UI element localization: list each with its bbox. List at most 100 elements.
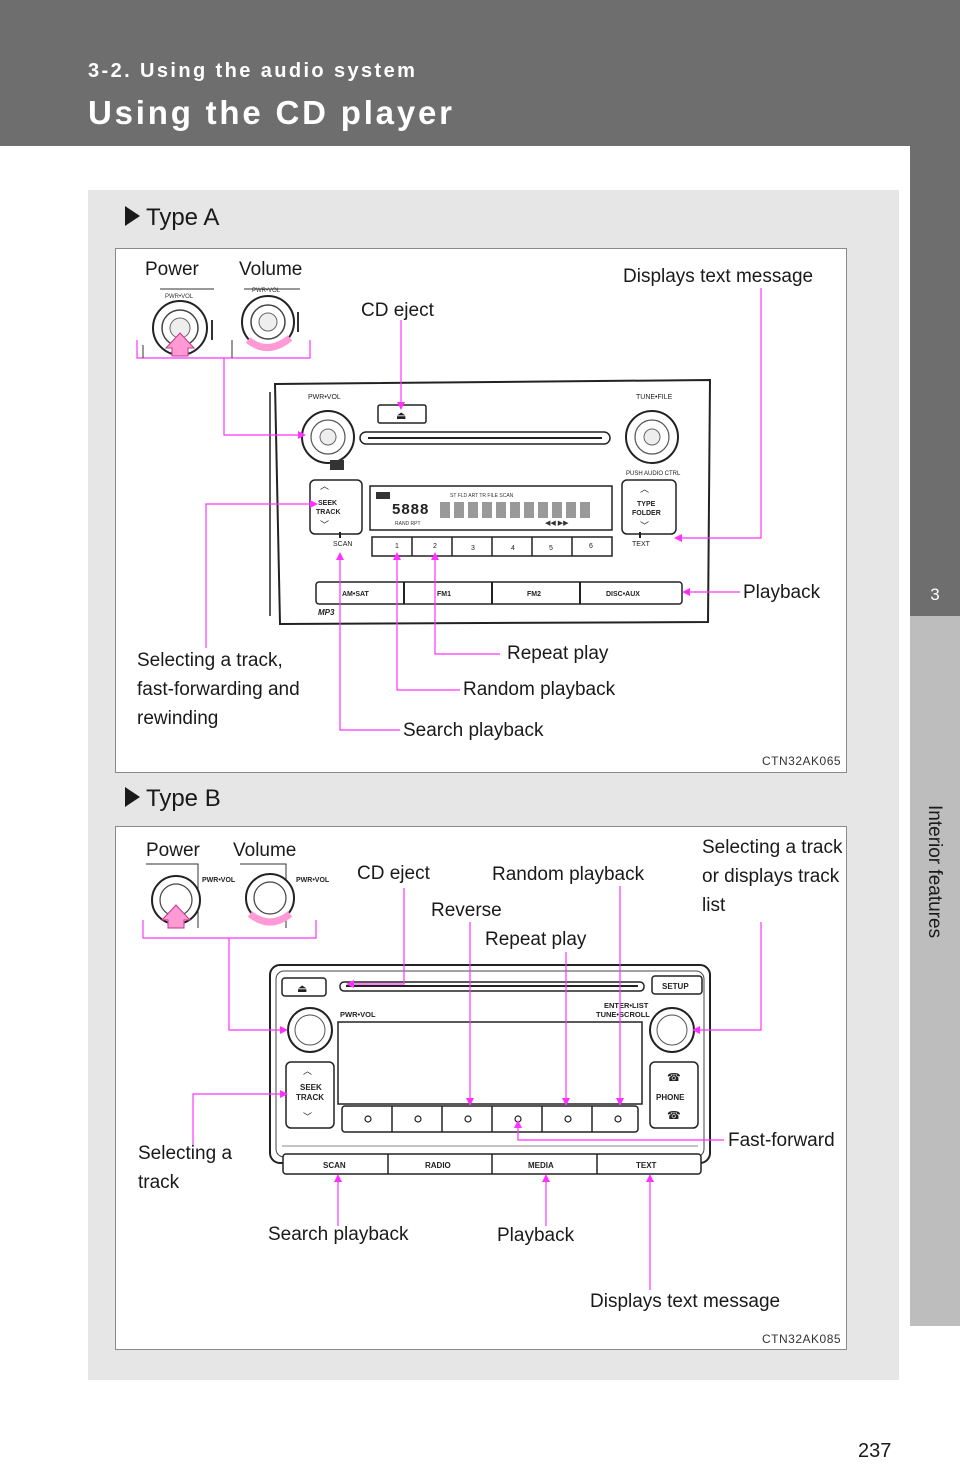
type-b-power-label: Power bbox=[146, 840, 200, 861]
svg-text:︿: ︿ bbox=[303, 1066, 312, 1076]
svg-text:PHONE: PHONE bbox=[656, 1093, 685, 1102]
type-b-heading: Type B bbox=[125, 785, 221, 813]
type-a-heading: Type A bbox=[125, 204, 219, 232]
display-b bbox=[337, 1021, 643, 1105]
svg-text:SETUP: SETUP bbox=[662, 982, 689, 991]
type-a-search-playback-label: Search playback bbox=[403, 720, 544, 741]
type-b-leader-lines bbox=[192, 886, 762, 1290]
type-a-playback-label: Playback bbox=[743, 582, 821, 603]
type-b-playback-label: Playback bbox=[497, 1225, 575, 1246]
fm1-label: FM1 bbox=[437, 591, 451, 598]
volume-knob-inset-icon: PWR•VOL bbox=[241, 288, 300, 351]
svg-text:5888: 5888 bbox=[392, 501, 429, 518]
type-b-displays-text-label: Displays text message bbox=[590, 1291, 781, 1312]
type-a-volume-label: Volume bbox=[239, 259, 303, 280]
eject-icon: ⏏ bbox=[297, 983, 307, 995]
preset-buttons-a bbox=[371, 536, 613, 557]
type-b-search-playback-label: Search playback bbox=[268, 1224, 409, 1245]
page-header: 3-2. Using the audio system Using the CD… bbox=[0, 0, 960, 146]
svg-text:4: 4 bbox=[511, 545, 515, 552]
type-b-repeat-play-label: Repeat play bbox=[485, 929, 587, 950]
type-a-power-label: Power bbox=[145, 259, 199, 280]
preset-buttons-b bbox=[341, 1105, 639, 1133]
phone-hangup-icon: ☎ bbox=[667, 1110, 681, 1122]
type-b-fast-forward-label: Fast-forward bbox=[728, 1130, 835, 1151]
pwr-vol-label: PWR•VOL bbox=[308, 394, 341, 401]
disc-aux-label: DISC•AUX bbox=[606, 591, 640, 598]
svg-text:PWR•VOL: PWR•VOL bbox=[296, 877, 330, 884]
display-segments bbox=[440, 502, 590, 518]
type-b-selecting-track-list-label: Selecting a track or displays track list bbox=[702, 837, 843, 916]
svg-text:︿: ︿ bbox=[320, 481, 329, 491]
push-audio-ctrl-label: PUSH AUDIO CTRL bbox=[626, 471, 681, 477]
chapter-title: Interior features bbox=[924, 805, 945, 939]
svg-text:2: 2 bbox=[433, 543, 437, 550]
type-a-figure-code: CTN32AK065 bbox=[762, 754, 842, 768]
svg-text:︿: ︿ bbox=[640, 484, 649, 494]
type-folder-button-a bbox=[621, 479, 677, 535]
type-a-selecting-track-label: Selecting a track, fast-forwarding and r… bbox=[137, 650, 300, 729]
type-a-leader-lines bbox=[205, 288, 762, 731]
volume-knob-inset-b-icon: PWR•VOL bbox=[240, 863, 330, 928]
type-b-random-playback-label: Random playback bbox=[492, 864, 645, 885]
svg-text:TRACK: TRACK bbox=[316, 509, 341, 516]
tune-scroll-label: TUNE•SCROLL bbox=[596, 1010, 650, 1019]
head-unit-a: PWR•VOL TUNE•FILE ⏏ PUSH AUDIO CTRL ︿ SE… bbox=[269, 378, 712, 626]
section-title: 3-2. Using the audio system bbox=[88, 60, 418, 82]
type-b-figure-code: CTN32AK085 bbox=[762, 1332, 842, 1346]
svg-text:1: 1 bbox=[395, 543, 399, 550]
type-a-repeat-play-label: Repeat play bbox=[507, 643, 609, 664]
phone-pickup-icon: ☎ bbox=[667, 1072, 681, 1084]
phone-button bbox=[649, 1061, 699, 1129]
band-buttons-a bbox=[315, 581, 683, 605]
chapter-number: 3 bbox=[930, 585, 940, 604]
triangle-bullet-icon bbox=[125, 206, 140, 226]
svg-text:﹀: ﹀ bbox=[320, 520, 329, 530]
eject-icon: ⏏ bbox=[396, 410, 406, 422]
svg-text:RAND RPT: RAND RPT bbox=[395, 521, 421, 527]
svg-text:PWR•VOL: PWR•VOL bbox=[202, 877, 236, 884]
am-sat-label: AM•SAT bbox=[342, 591, 370, 598]
mp3-label: MP3 bbox=[318, 608, 335, 617]
media-label: MEDIA bbox=[528, 1161, 554, 1170]
enter-list-label: ENTER•LIST bbox=[604, 1001, 649, 1010]
svg-text:TRACK: TRACK bbox=[296, 1093, 324, 1102]
scan-label-a: SCAN bbox=[333, 541, 352, 548]
svg-text:◀◀ ▶▶: ◀◀ ▶▶ bbox=[545, 520, 569, 527]
page-title: Using the CD player bbox=[88, 94, 455, 131]
pwr-vol-label-b: PWR•VOL bbox=[340, 1010, 376, 1019]
type-a-cd-eject-label: CD eject bbox=[361, 300, 434, 321]
preset-numbers-a: 1 2 3 4 5 6 bbox=[395, 543, 593, 552]
tune-file-label: TUNE•FILE bbox=[636, 394, 673, 401]
svg-text:6: 6 bbox=[589, 543, 593, 550]
scan-label-b: SCAN bbox=[323, 1161, 346, 1170]
svg-text:SEEK: SEEK bbox=[300, 1083, 322, 1092]
svg-text:ST FLD ART TR FILE: ST FLD ART TR FILE SCAN bbox=[450, 493, 514, 499]
svg-text:TYPE: TYPE bbox=[637, 501, 656, 508]
page-number: 237 bbox=[858, 1440, 892, 1462]
svg-text:FOLDER: FOLDER bbox=[632, 510, 661, 517]
text-label-a: TEXT bbox=[632, 541, 651, 548]
type-a-displays-text-label: Displays text message bbox=[623, 266, 814, 287]
svg-text:﹀: ﹀ bbox=[303, 1112, 312, 1122]
radio-label: RADIO bbox=[425, 1161, 451, 1170]
fm2-label: FM2 bbox=[527, 591, 541, 598]
type-a-random-playback-label: Random playback bbox=[463, 679, 616, 700]
power-knob-inset-icon: PWR•VOL bbox=[152, 288, 214, 357]
svg-text:SEEK: SEEK bbox=[318, 500, 337, 507]
disc-logo-icon bbox=[330, 460, 344, 470]
type-b-reverse-label: Reverse bbox=[431, 900, 502, 921]
triangle-bullet-icon bbox=[125, 787, 140, 807]
text-label-b: TEXT bbox=[636, 1161, 657, 1170]
type-b-volume-label: Volume bbox=[233, 840, 297, 861]
setup-button bbox=[651, 975, 703, 995]
svg-text:5: 5 bbox=[549, 545, 553, 552]
chapter-tab bbox=[910, 146, 960, 616]
inset-pwr-vol-label: PWR•VOL bbox=[165, 294, 194, 300]
svg-text:3: 3 bbox=[471, 545, 475, 552]
type-b-cd-eject-label: CD eject bbox=[357, 863, 430, 884]
type-b-selecting-track-label: Selecting a track bbox=[138, 1143, 233, 1193]
power-knob-inset-b-icon: PWR•VOL bbox=[146, 863, 236, 929]
head-unit-b: ⏏ SETUP PWR•VOL ENTER•LIST TUNE•SCROLL ︿… bbox=[269, 964, 711, 1175]
